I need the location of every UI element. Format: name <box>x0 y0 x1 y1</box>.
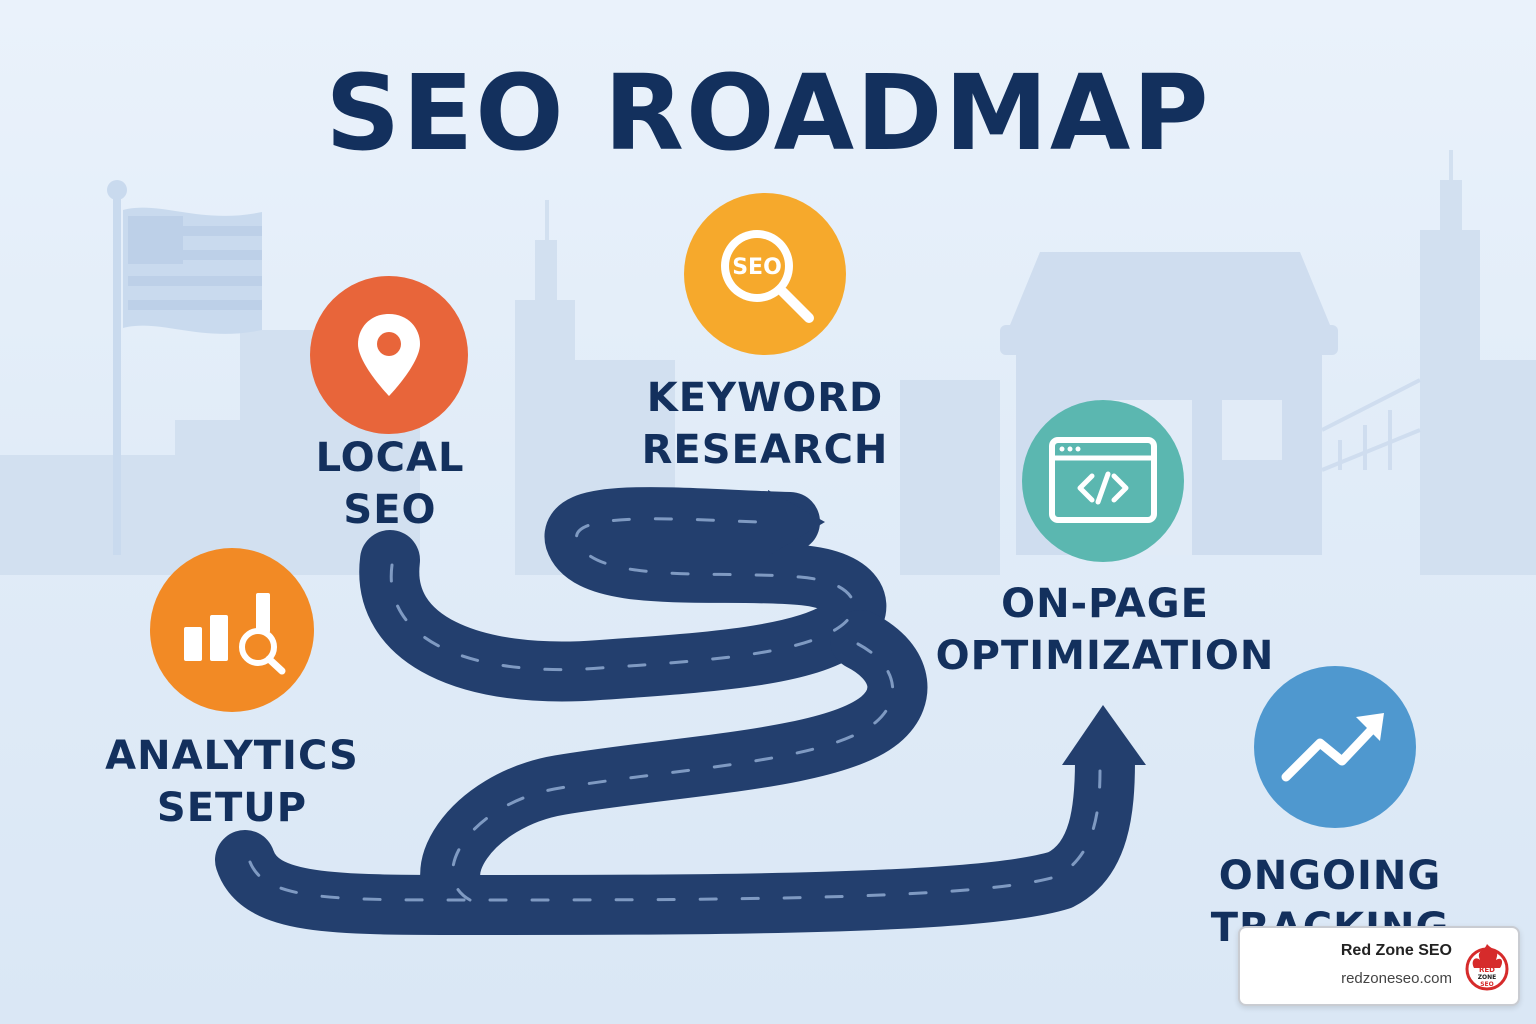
ongoing-tracking-icon-circle <box>1254 666 1416 828</box>
svg-text:RED: RED <box>1479 966 1495 974</box>
flag-icon <box>107 180 262 555</box>
road-arrowhead-right <box>768 490 825 556</box>
brand-name: Red Zone SEO <box>1340 942 1452 959</box>
code-browser-icon <box>1049 437 1157 523</box>
map-pin-icon <box>358 314 420 396</box>
svg-text:SEO: SEO <box>1480 981 1494 988</box>
keyword-research-icon-circle: SEO <box>684 193 846 355</box>
analytics-chart-magnifier-icon <box>184 593 286 675</box>
road-arrowhead-up <box>1062 705 1146 765</box>
brand-badge[interactable]: Red Zone SEO redzoneseo.com RED ZONE SEO <box>1238 926 1520 1006</box>
red-zone-seo-logo-icon: RED ZONE SEO <box>1465 944 1509 991</box>
analytics-setup-icon-circle <box>150 548 314 712</box>
brand-url[interactable]: redzoneseo.com <box>1341 970 1452 987</box>
local-seo-icon-circle <box>310 276 468 434</box>
on-page-icon-circle <box>1022 400 1184 562</box>
seo-icon-text: SEO <box>732 255 782 280</box>
svg-text:ZONE: ZONE <box>1478 974 1497 981</box>
trend-up-arrow-icon <box>1281 713 1384 782</box>
page-title: SEO ROADMAP <box>325 52 1211 174</box>
seo-magnifier-icon: SEO <box>721 230 814 323</box>
